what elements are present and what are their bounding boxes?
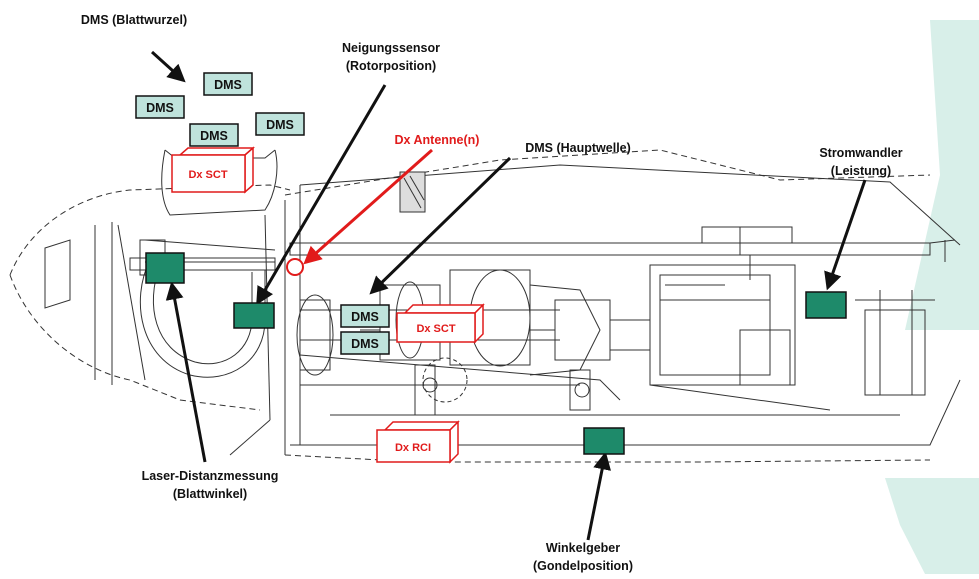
label-leistung: (Leistung)	[831, 164, 891, 178]
dx-rci-box: Dx RCI	[376, 420, 460, 464]
dms-box: DMS	[340, 331, 390, 355]
label-winkelgeber: Winkelgeber	[546, 541, 620, 555]
label-laser-distanzmessung: Laser-Distanzmessung	[142, 469, 279, 483]
sensor-box-laser	[145, 252, 185, 284]
dx-rci-label: Dx RCI	[395, 442, 431, 454]
arrow-winkelgeber	[586, 451, 612, 541]
dms-box-label: DMS	[200, 129, 228, 143]
label-dx-antenne: Dx Antenne(n)	[395, 133, 480, 147]
dms-box: DMS	[255, 112, 305, 136]
label-dms-blattwurzel: DMS (Blattwurzel)	[81, 13, 187, 27]
dms-box: DMS	[203, 72, 253, 96]
dms-box: DMS	[189, 123, 239, 147]
dms-box-label: DMS	[146, 101, 174, 115]
dms-box-label: DMS	[266, 118, 294, 132]
decorative-chevron-upper	[905, 20, 979, 330]
label-stromwandler: Stromwandler	[819, 146, 902, 160]
dms-box-label: DMS	[351, 310, 379, 324]
label-neigungssensor: Neigungssensor	[342, 41, 440, 55]
arrow-dx-antenne	[303, 148, 433, 265]
dms-box-label: DMS	[351, 337, 379, 351]
sensor-box-winkelgeber	[583, 427, 625, 455]
dx-sct-hub-box: Dx SCT	[171, 146, 255, 194]
decorative-chevron-lower	[885, 478, 979, 574]
arrow-dms-hauptwelle	[369, 156, 512, 295]
dx-sct-hub-label: Dx SCT	[188, 169, 227, 181]
sensor-box-neigung	[233, 302, 275, 329]
sensor-box-stromwandler	[805, 291, 847, 319]
label-gondelposition: (Gondelposition)	[533, 559, 633, 573]
dms-box: DMS	[135, 95, 185, 119]
label-rotorposition: (Rotorposition)	[346, 59, 436, 73]
arrow-laser	[165, 281, 207, 463]
arrow-neigungssensor	[256, 84, 387, 306]
dx-sct-shaft-label: Dx SCT	[416, 323, 455, 335]
antenna-circle	[286, 258, 304, 276]
dx-sct-shaft-box: Dx SCT	[396, 303, 485, 344]
arrow-stromwandler	[824, 179, 867, 291]
label-dms-hauptwelle: DMS (Hauptwelle)	[525, 141, 631, 155]
nacelle-drawing	[9, 149, 961, 463]
dms-box: DMS	[340, 304, 390, 328]
label-blattwinkel: (Blattwinkel)	[173, 487, 247, 501]
arrow-dms-blattwurzel	[150, 50, 186, 83]
dms-box-label: DMS	[214, 78, 242, 92]
